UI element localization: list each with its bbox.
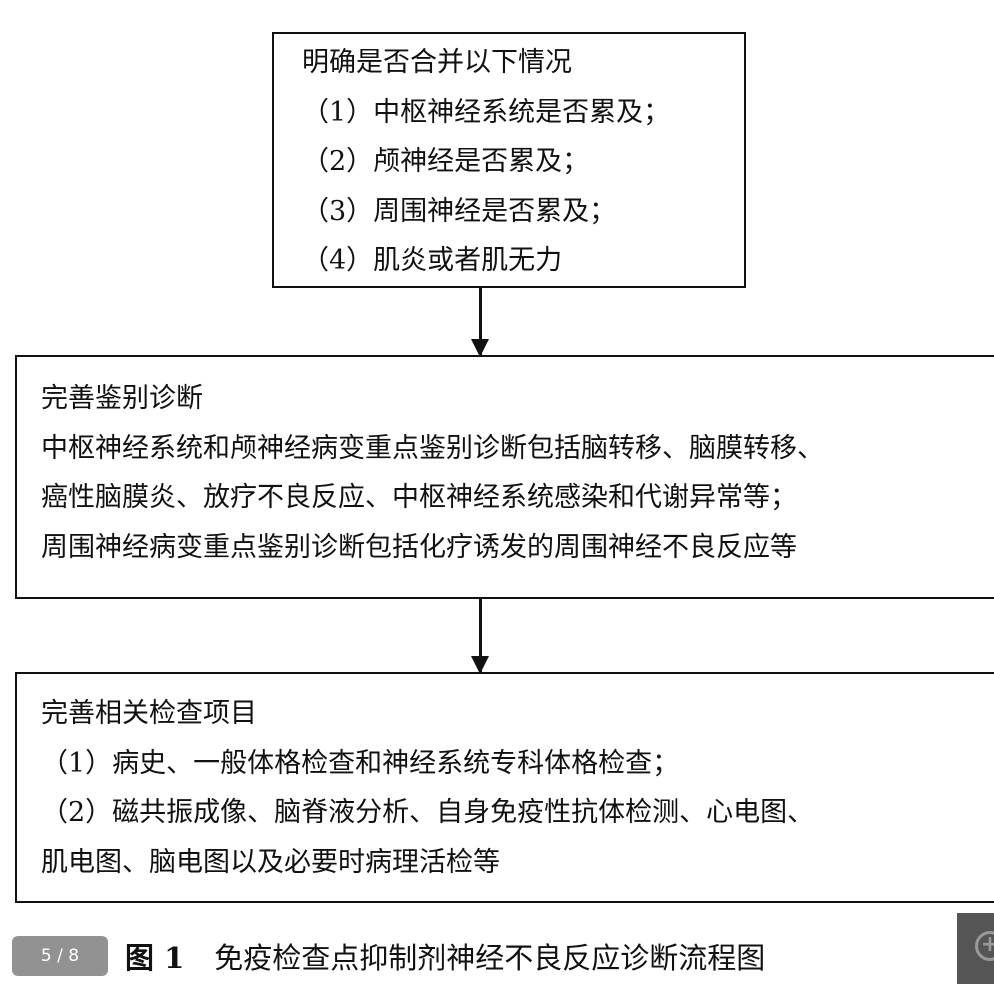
zoom-in-button[interactable]: +: [957, 913, 994, 984]
step1-line: （2）颅神经是否累及；: [302, 146, 590, 177]
figure-number: 图 1: [125, 941, 185, 975]
arrow-step2-to-step3: [471, 599, 489, 674]
flow-step-1-box: 明确是否合并以下情况 （1）中枢神经系统是否累及； （2）颅神经是否累及； （3…: [272, 32, 746, 288]
figure-title: 免疫检查点抑制剂神经不良反应诊断流程图: [214, 941, 766, 975]
step1-line: （3）周围神经是否累及；: [302, 195, 617, 227]
step2-line: 中枢神经系统和颅神经病变重点鉴别诊断包括脑转移、脑膜转移、: [41, 432, 824, 464]
flow-step-3-box: 完善相关检查项目 （1）病史、一般体格检查和神经系统专科体格检查； （2）磁共振…: [15, 672, 994, 903]
step1-line: （4）肌炎或者肌无力: [302, 245, 563, 276]
step1-line: 明确是否合并以下情况: [302, 47, 572, 78]
flow-step-2-box: 完善鉴别诊断 中枢神经系统和颅神经病变重点鉴别诊断包括脑转移、脑膜转移、 癌性脑…: [15, 355, 994, 599]
step3-line: （1）病史、一般体格检查和神经系统专科体格检查；: [41, 747, 680, 779]
zoom-in-icon: +: [975, 931, 994, 961]
figure-caption: 图 1 免疫检查点抑制剂神经不良反应诊断流程图: [125, 935, 765, 977]
step3-line: （2）磁共振成像、脑脊液分析、自身免疫性抗体检测、心电图、: [41, 797, 815, 828]
step1-line: （1）中枢神经系统是否累及；: [302, 96, 671, 128]
step3-line: 肌电图、脑电图以及必要时病理活检等: [41, 846, 500, 878]
step2-line: 周围神经病变重点鉴别诊断包括化疗诱发的周围神经不良反应等: [41, 531, 797, 563]
step2-line: 完善鉴别诊断: [41, 383, 203, 414]
arrow-step1-to-step2: [471, 288, 489, 357]
step2-line: 癌性脑膜炎、放疗不良反应、中枢神经系统感染和代谢异常等；: [41, 482, 797, 513]
page-indicator: 5 / 8: [12, 936, 108, 976]
step3-line: 完善相关检查项目: [41, 698, 257, 729]
